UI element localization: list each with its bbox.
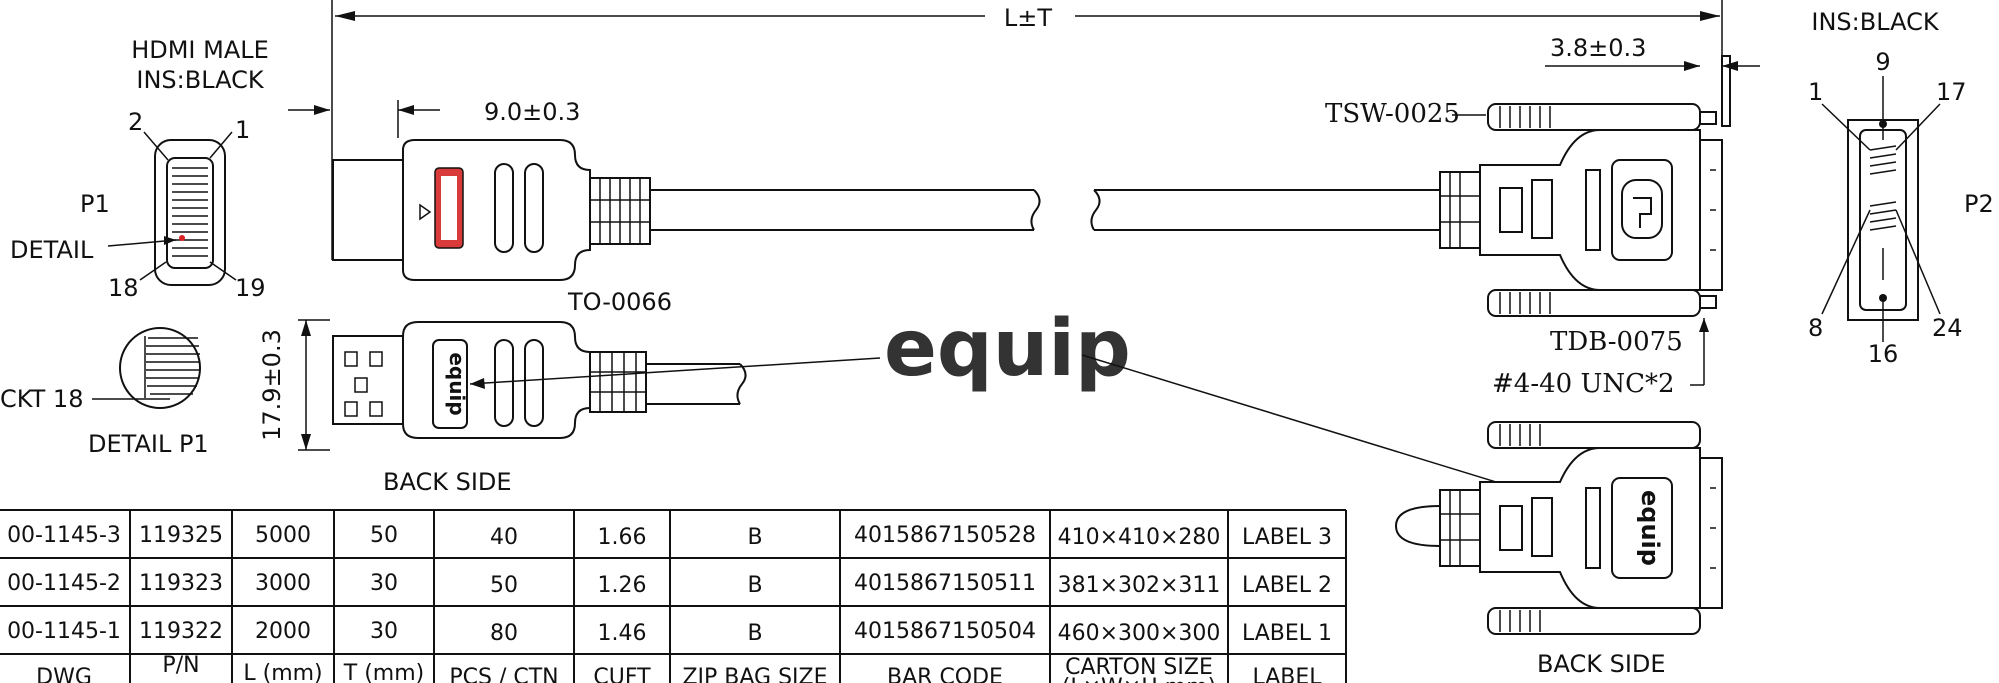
table-cell: 40 xyxy=(490,525,518,550)
table-cell: 119322 xyxy=(139,619,223,644)
table-cell: B xyxy=(747,525,762,550)
hdmi-male-label: HDMI MALE xyxy=(131,36,269,64)
dvi-plug-top-view: 3.8±0.3 TSW-0025 TDB-0075 #4-40 UNC*2 xyxy=(1325,34,1760,399)
table-cell: B xyxy=(747,573,762,598)
table-header: CARTON SIZE xyxy=(1065,655,1213,680)
table-cell: 1.46 xyxy=(598,621,647,646)
screw-label: #4-40 UNC*2 xyxy=(1492,369,1675,399)
back-side-left-label: BACK SIDE xyxy=(383,468,512,496)
table-cell: LABEL 3 xyxy=(1242,525,1332,550)
table-header-sub: (L×W×H mm) xyxy=(1062,675,1216,683)
tdb-label: TDB-0075 xyxy=(1550,327,1683,357)
back-side-right-label: BACK SIDE xyxy=(1537,650,1666,678)
p1-pin19-label: 19 xyxy=(235,274,266,302)
table-cell: 50 xyxy=(370,523,398,548)
p2-pin17-label: 17 xyxy=(1936,78,1967,106)
table-cell: 4015867150528 xyxy=(854,523,1036,548)
table-header: BAR CODE xyxy=(887,665,1003,683)
p1-pin18-label: 18 xyxy=(108,274,139,302)
table-cell: LABEL 1 xyxy=(1242,621,1332,646)
table-cell: 2000 xyxy=(255,619,311,644)
dim-9-label: 9.0±0.3 xyxy=(484,98,580,126)
table-cell: LABEL 2 xyxy=(1242,573,1332,598)
table-cell: 119325 xyxy=(139,523,223,548)
p2-pin9-label: 9 xyxy=(1875,48,1890,76)
p2-pin8-label: 8 xyxy=(1808,314,1823,342)
table-cell: 00-1145-3 xyxy=(7,523,121,548)
hdmi-back-side-view: equip 17.9±0.3 TO-0066 BACK SIDE xyxy=(258,288,747,496)
equip-logo-callout: equip xyxy=(469,304,1621,521)
table-header: L (mm) xyxy=(243,661,322,683)
to-label: TO-0066 xyxy=(567,288,672,316)
ins-black-left-label: INS:BLACK xyxy=(136,66,264,94)
p2-label: P2 xyxy=(1964,190,1994,218)
spec-table: 00-1145-3 119325 5000 50 40 1.66 B 40158… xyxy=(0,509,1347,683)
p2-connector-face: INS:BLACK 9 1 17 8 16 24 P2 xyxy=(1808,8,1994,368)
p1-pin1-label: 1 xyxy=(235,116,250,144)
table-cell: B xyxy=(747,621,762,646)
dvi-back-logo: equip xyxy=(1636,490,1664,566)
table-cell: 80 xyxy=(490,621,518,646)
detail-p1-label: DETAIL P1 xyxy=(88,430,209,458)
table-header: CUFT xyxy=(593,665,651,683)
table-cell: 00-1145-2 xyxy=(7,571,121,596)
table-header: PCS / CTN xyxy=(449,665,558,683)
p1-pin2-label: 2 xyxy=(128,108,143,136)
overall-length-dimension: L±T xyxy=(331,0,1723,260)
table-cell: 460×300×300 xyxy=(1058,621,1221,646)
table-cell: 30 xyxy=(370,571,398,596)
ckt18-label: CKT 18 xyxy=(0,385,83,413)
table-header: T (mm) xyxy=(343,661,424,683)
cable-body xyxy=(650,189,1450,231)
tsw-label: TSW-0025 xyxy=(1325,99,1460,129)
table-cell: 381×302×311 xyxy=(1058,573,1221,598)
dim-3-8-label: 3.8±0.3 xyxy=(1550,34,1646,62)
table-cell: 4015867150504 xyxy=(854,619,1036,644)
detail-p1-view: CKT 18 DETAIL P1 xyxy=(0,327,209,458)
dim-17-9-label: 17.9±0.3 xyxy=(258,329,286,441)
table-header: DWG xyxy=(36,665,92,683)
p2-pin1-label: 1 xyxy=(1808,78,1823,106)
table-cell: 1.66 xyxy=(598,525,647,550)
table-cell: 3000 xyxy=(255,571,311,596)
table-cell: 119323 xyxy=(139,571,223,596)
detail-label: DETAIL xyxy=(10,236,94,264)
p1-connector-face: HDMI MALE INS:BLACK 2 1 18 19 P1 DETAIL xyxy=(10,36,269,302)
equip-logo: equip xyxy=(884,304,1131,394)
p2-pin16-label: 16 xyxy=(1868,340,1899,368)
table-header: ZIP BAG SIZE xyxy=(682,665,827,683)
ins-black-right-label: INS:BLACK xyxy=(1811,8,1939,36)
dvi-back-side-view: equip BACK SIDE xyxy=(1394,421,1723,678)
p2-pin24-label: 24 xyxy=(1932,314,1963,342)
p1-label: P1 xyxy=(80,190,110,218)
table-header: P/N xyxy=(162,653,199,678)
back-logo-mini: equip xyxy=(445,352,469,415)
table-cell: 4015867150511 xyxy=(854,571,1036,596)
length-label: L±T xyxy=(1004,4,1052,32)
table-cell: 1.26 xyxy=(598,573,647,598)
table-cell: 00-1145-1 xyxy=(7,619,121,644)
table-cell: 410×410×280 xyxy=(1058,525,1221,550)
hdmi-plug-top-view: 9.0±0.3 xyxy=(288,98,651,281)
table-cell: 50 xyxy=(490,573,518,598)
table-header: LABEL xyxy=(1252,665,1322,683)
table-cell: 5000 xyxy=(255,523,311,548)
table-cell: 30 xyxy=(370,619,398,644)
